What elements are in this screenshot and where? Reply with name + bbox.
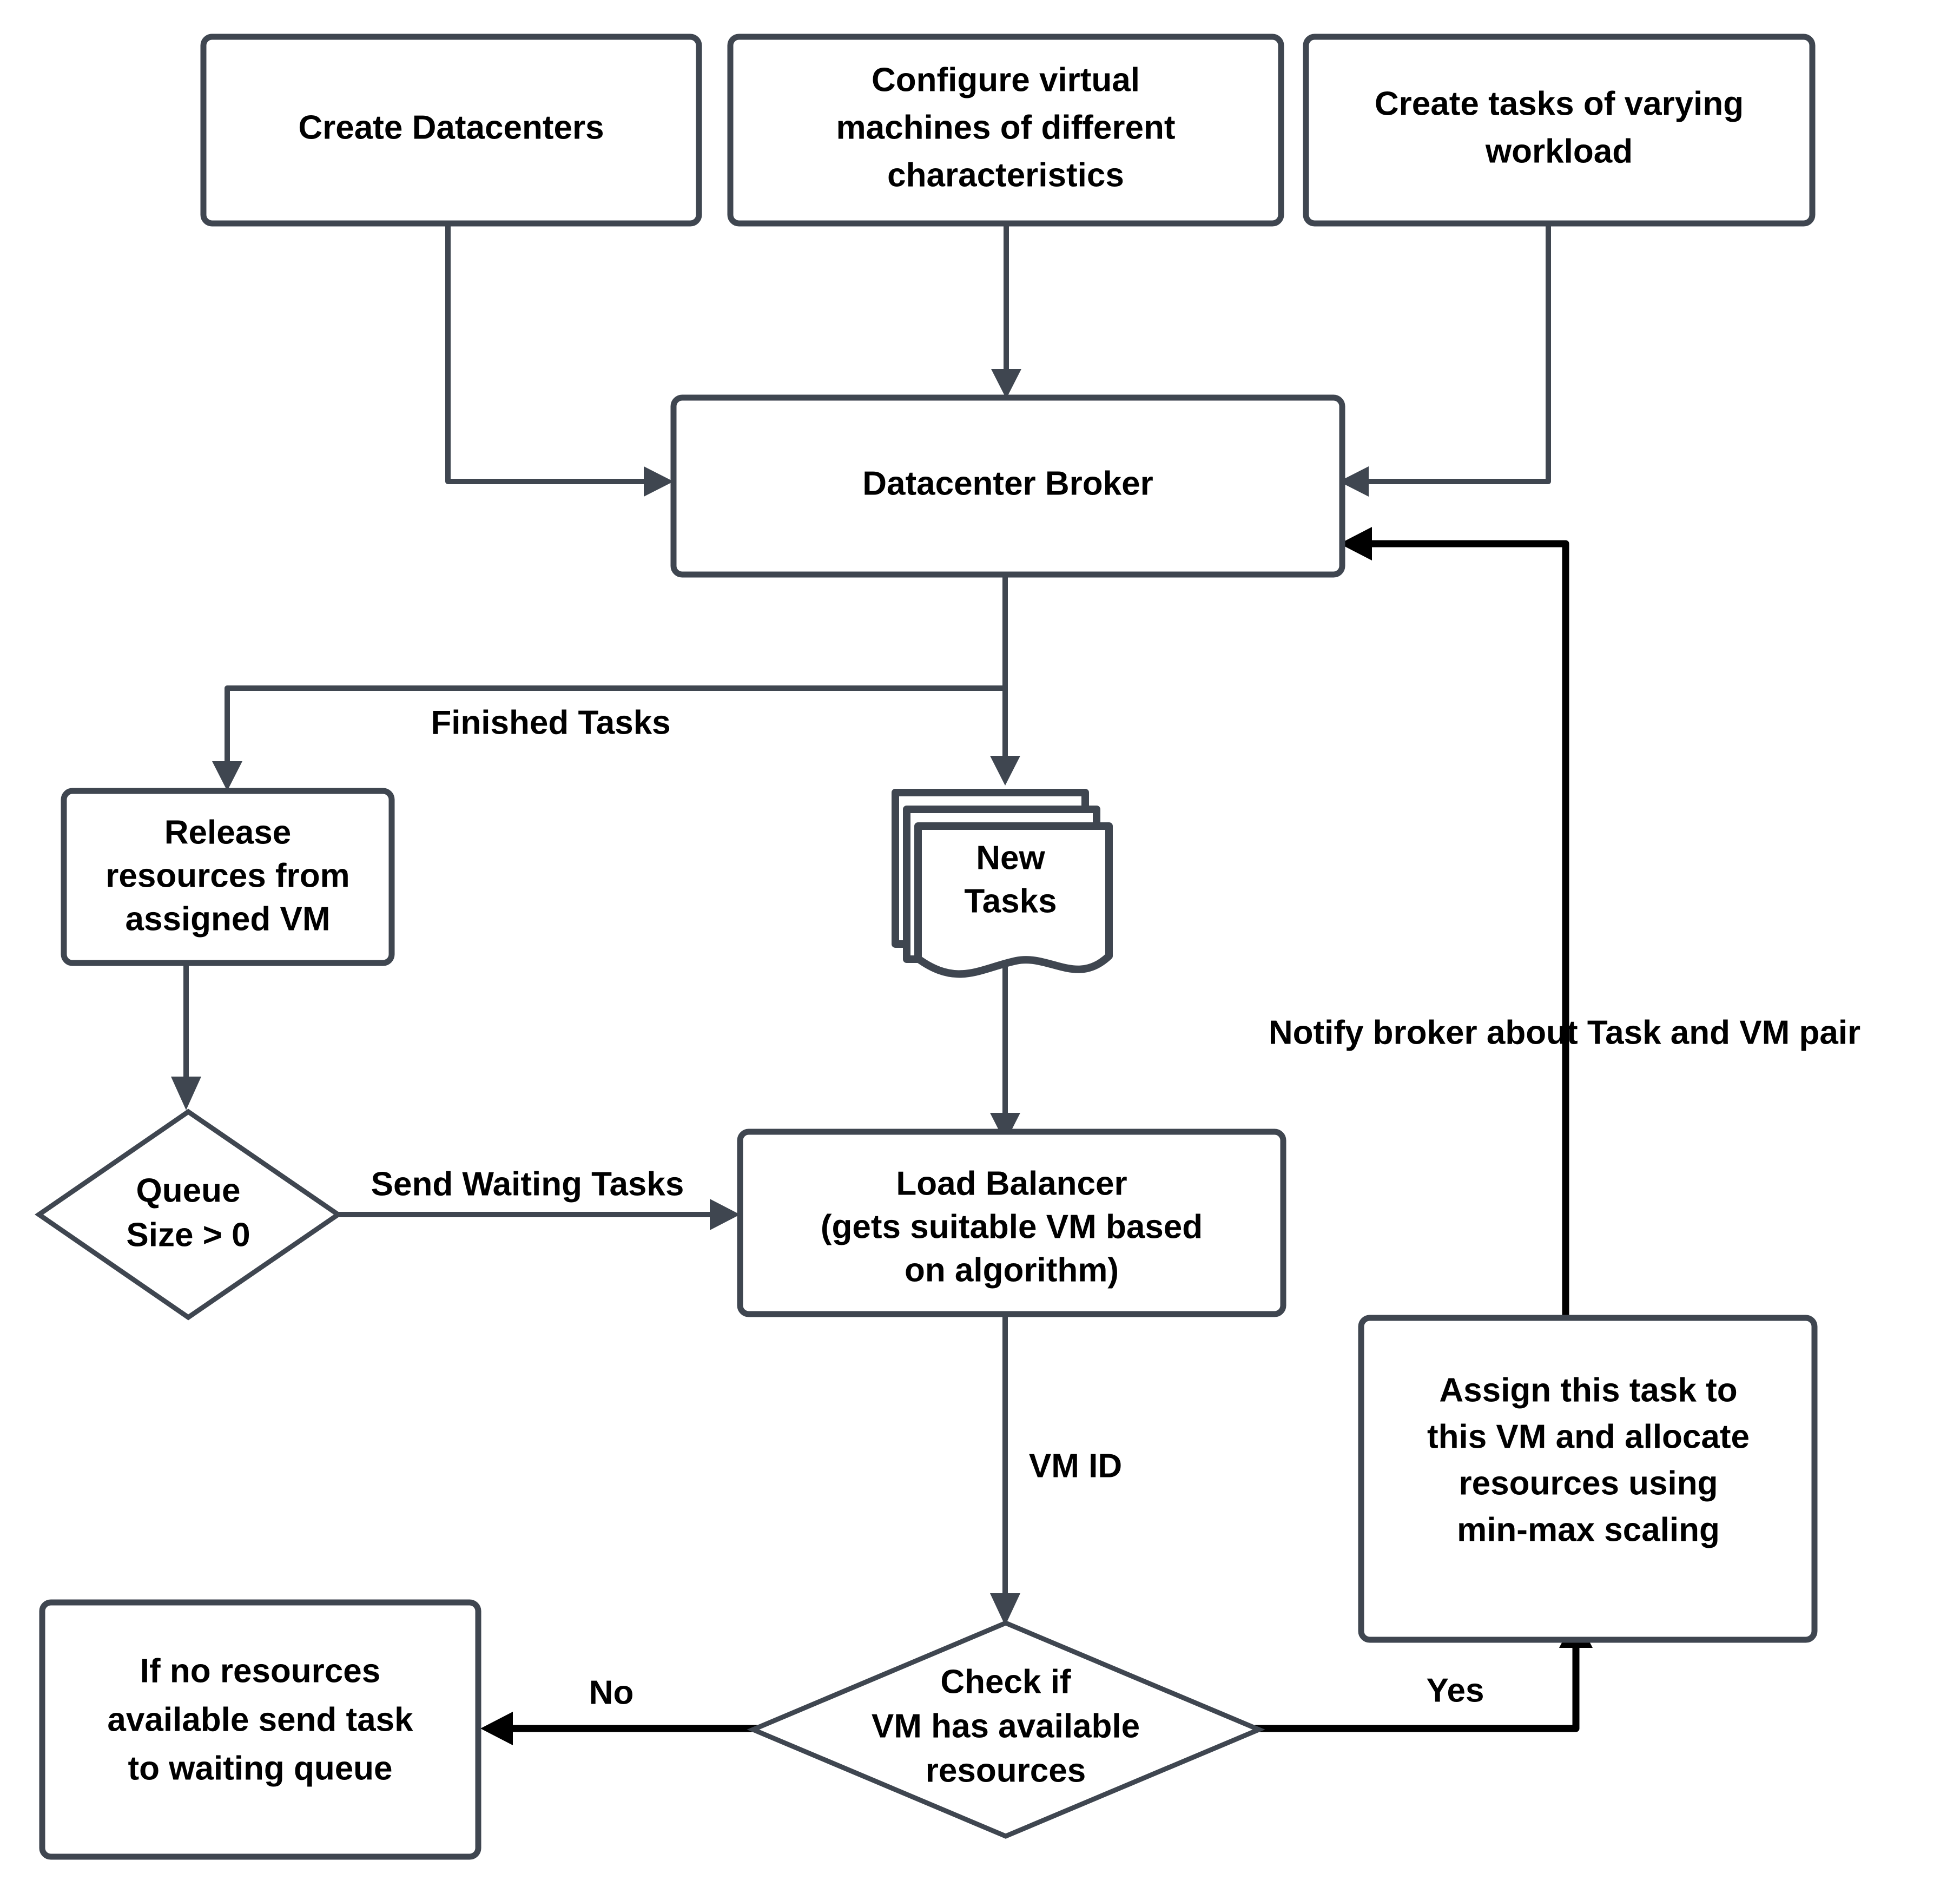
node-new-tasks[interactable]: New Tasks [892,789,1113,978]
edge-create-datacenters-to-broker [445,222,674,497]
release-resources-label-line-2: resources from [105,857,349,894]
edge-queue-size-to-load-balancer [338,1199,740,1230]
edge-label-yes: Yes [1427,1672,1484,1709]
check-vm-resources-label-line-1: Check if [940,1663,1071,1700]
configure-vms-label-line-1: Configure virtual [872,61,1140,98]
assign-task-box[interactable] [1358,1315,1818,1643]
assign-task-label-line-4: min-max scaling [1457,1511,1720,1548]
waiting-queue-box[interactable] [39,1599,481,1860]
load-balancer-label-line-1: Load Balancer [896,1165,1127,1202]
datacenter-broker-label: Datacenter Broker [862,465,1153,502]
assign-task-label-line-3: resources using [1459,1464,1718,1502]
edge-create-tasks-to-broker [1339,222,1551,497]
node-queue-size[interactable]: Queue Size > 0 [35,1109,342,1321]
create-tasks-label-line-1: Create tasks of varying [1375,85,1744,122]
edge-release-to-queue-size [171,960,201,1110]
create-tasks-box[interactable] [1303,34,1816,227]
node-datacenter-broker[interactable]: Datacenter Broker [670,394,1345,578]
waiting-queue-label-line-1: If no resources [140,1652,380,1690]
edge-broker-to-new-tasks [990,688,1020,786]
node-assign-task[interactable]: Assign this task to this VM and allocate… [1358,1315,1818,1643]
waiting-queue-label-line-3: to waiting queue [128,1750,392,1787]
create-datacenters-label-line-1: Create Datacenters [298,109,604,146]
new-tasks-label-line-2: Tasks [964,882,1057,920]
edge-assign-to-broker [1339,527,1569,1317]
edge-broker-to-release-resources [212,575,1008,791]
node-waiting-queue[interactable]: If no resources available send task to w… [39,1599,481,1860]
queue-size-label-line-1: Queue [136,1172,241,1209]
node-load-balancer[interactable]: Load Balancer (gets suitable VM based on… [737,1129,1286,1317]
datacenter-broker-box[interactable] [670,394,1345,578]
edge-new-tasks-to-load-balancer [990,964,1020,1143]
check-vm-resources-label-line-2: VM has available [872,1707,1140,1745]
node-configure-vms[interactable]: Configure virtual machines of different … [727,34,1284,227]
edge-configure-vms-to-broker [991,222,1021,399]
node-release-resources[interactable]: Release resources from assigned VM [61,788,395,966]
load-balancer-label-line-3: on algorithm) [905,1251,1119,1289]
queue-size-diamond[interactable] [35,1109,342,1321]
edge-label-finished-tasks: Finished Tasks [431,704,670,741]
edge-check-to-waiting-queue [480,1712,757,1745]
edge-label-notify-broker: Notify broker about Task and VM pair [1269,1014,1860,1051]
node-check-vm-resources[interactable]: Check if VM has available resources [747,1620,1265,1839]
assign-task-label-line-2: this VM and allocate [1427,1418,1750,1455]
edge-label-no: No [589,1674,634,1711]
new-tasks-sheet-front[interactable] [914,822,1113,978]
new-tasks-label-line-1: New [976,839,1045,876]
release-resources-label-line-1: Release [164,814,291,851]
assign-task-label-line-1: Assign this task to [1439,1371,1737,1409]
edge-label-send-waiting-tasks: Send Waiting Tasks [371,1165,684,1203]
configure-vms-box[interactable] [727,34,1284,227]
release-resources-box[interactable] [61,788,395,966]
node-create-datacenters[interactable]: Create Datacenters [200,34,702,227]
create-tasks-label-line-2: workload [1485,133,1633,170]
check-vm-resources-label-line-3: resources [926,1752,1086,1789]
configure-vms-label-line-2: machines of different [836,109,1176,146]
release-resources-label-line-3: assigned VM [126,900,331,938]
edge-load-balancer-to-check [990,1315,1020,1626]
edge-label-vm-id: VM ID [1029,1447,1122,1484]
check-vm-resources-diamond[interactable] [747,1620,1265,1839]
node-create-tasks[interactable]: Create tasks of varying workload [1303,34,1816,227]
queue-size-label-line-2: Size > 0 [126,1216,250,1253]
load-balancer-box[interactable] [737,1129,1286,1317]
create-datacenters-box[interactable] [200,34,702,227]
load-balancer-label-line-2: (gets suitable VM based [821,1208,1203,1245]
waiting-queue-label-line-2: available send task [107,1701,413,1738]
configure-vms-label-line-3: characteristics [887,156,1124,194]
